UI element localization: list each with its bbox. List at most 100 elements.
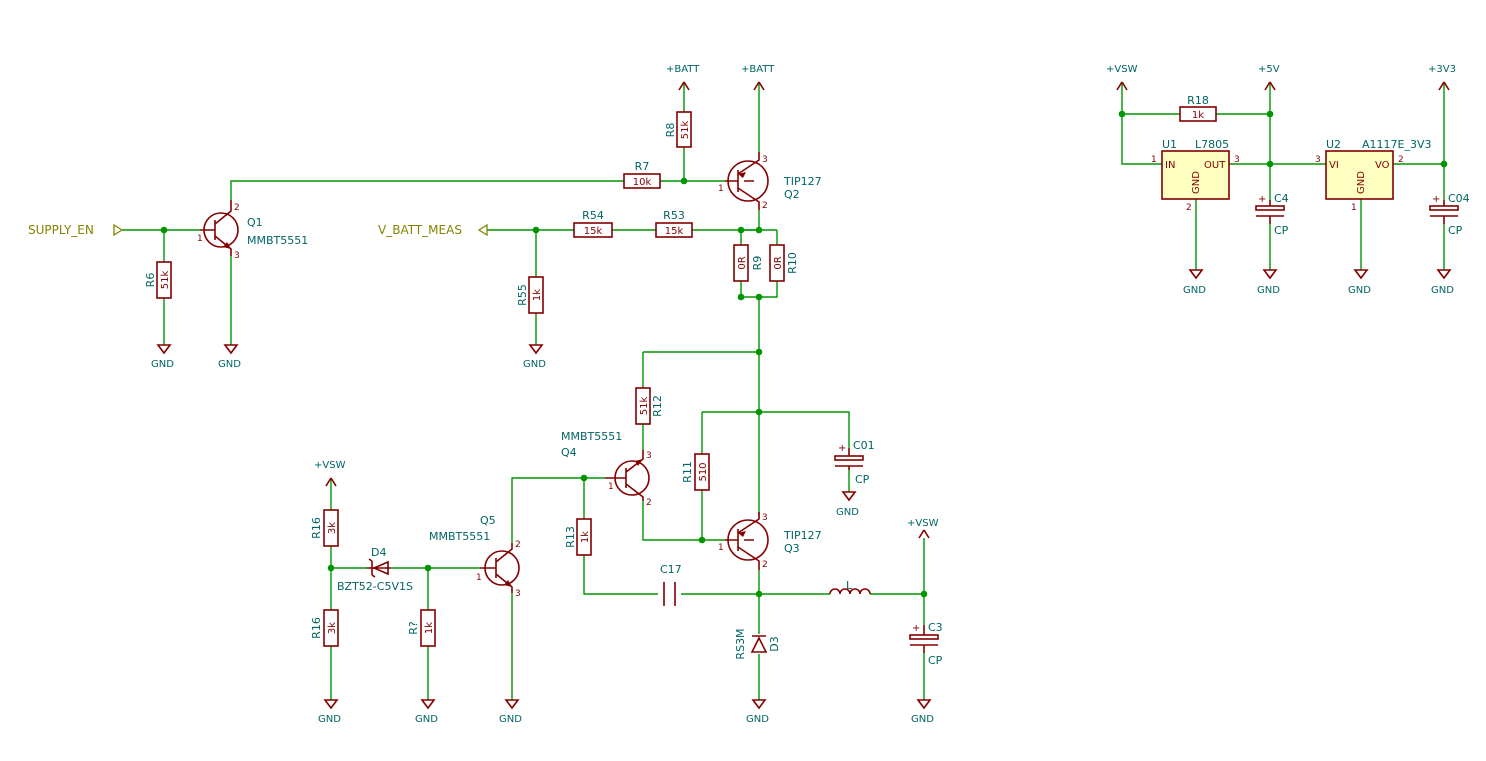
resistor-r18[interactable]: 1k R18 (1179, 94, 1217, 122)
resistor-body (733, 244, 749, 282)
transistor-ref: Q1 (247, 216, 263, 229)
gnd-symbol[interactable]: GND (1431, 269, 1454, 296)
gnd-symbol[interactable]: GND (151, 344, 174, 370)
pin-number: 3 (646, 451, 652, 461)
diode-ref: D3 (768, 636, 781, 651)
capacitor-c01[interactable]: + C01 CP (834, 439, 875, 486)
pin-number: 1 (718, 184, 724, 194)
emitter-arrow-icon (504, 580, 512, 587)
capacitor-c17[interactable]: C17 (660, 563, 682, 606)
transistor-value: MMBT5551 (561, 430, 622, 443)
resistor-body (676, 111, 692, 148)
transistor-q5[interactable]: 1 2 3 Q5 MMBT5551 (429, 514, 521, 599)
gnd-symbol[interactable]: GND (218, 344, 241, 370)
resistor-ref: R12 (651, 395, 664, 417)
resistor-r8[interactable]: 51k R8 (664, 111, 692, 148)
regulator-u1[interactable]: U1 L7805 IN OUT GND 1 3 2 (1151, 138, 1240, 213)
gnd-label: GND (911, 714, 934, 725)
power-arrow-icon (325, 477, 337, 487)
pin-number: 3 (1315, 155, 1321, 165)
capacitor-c04[interactable]: + C04 CP (1429, 192, 1470, 237)
resistor-ref: R16 (310, 617, 323, 639)
ic-pin-label: VO (1375, 160, 1390, 171)
resistor-r9[interactable]: 0R R9 (733, 244, 764, 282)
gnd-label: GND (1257, 285, 1280, 296)
capacitor-ref: C04 (1448, 192, 1470, 205)
power-symbol-3v3[interactable]: +3V3 (1428, 64, 1456, 91)
resistor-r10[interactable]: 0R R10 (769, 244, 799, 282)
power-symbol-5v[interactable]: +5V (1258, 64, 1280, 91)
gnd-label: GND (415, 714, 438, 725)
resistor-r53[interactable]: 15k R53 (655, 209, 693, 238)
regulator-u2[interactable]: U2 A1117E_3V3 VI VO GND 3 2 1 (1315, 138, 1432, 213)
npn-transistor-icon (480, 543, 513, 593)
diode-d3[interactable]: RS3M D3 (734, 628, 781, 659)
ground-icon (156, 344, 172, 355)
resistor-r7[interactable]: 10k R7 (623, 160, 661, 189)
capacitor-plate (909, 634, 939, 640)
junction-dot (755, 348, 763, 356)
resistor-r-unannotated[interactable]: 1k R? (407, 609, 436, 647)
power-symbol-batt[interactable]: +BATT (741, 64, 775, 91)
ic-pin-label: VI (1329, 160, 1339, 171)
resistor-ref: R11 (681, 461, 694, 483)
emitter-arrow-icon (223, 242, 231, 249)
gnd-symbol[interactable]: GND (1257, 269, 1280, 296)
capacitor-c3[interactable]: + C3 CP (909, 621, 943, 667)
darlington-transistor-icon (725, 152, 760, 210)
transistor-q1[interactable]: 1 2 3 Q1 MMBT5551 (197, 200, 308, 261)
gnd-label: GND (1348, 285, 1371, 296)
resistor-body (769, 244, 785, 282)
gnd-label: GND (218, 359, 241, 370)
power-symbol-batt[interactable]: +BATT (666, 64, 700, 91)
resistor-r16-top[interactable]: 3k R16 (310, 509, 339, 547)
resistor-body (420, 609, 436, 647)
diode-triangle-icon (371, 560, 389, 576)
gnd-symbol[interactable]: GND (499, 699, 522, 725)
power-symbol-vsw[interactable]: +VSW (907, 518, 939, 539)
inductor-l[interactable]: L (829, 579, 871, 595)
gnd-symbol[interactable]: GND (1348, 269, 1371, 296)
gnd-symbol[interactable]: GND (415, 699, 438, 725)
gnd-symbol[interactable]: GND (1183, 269, 1206, 296)
junction-dot (424, 564, 432, 572)
transistor-ref: Q4 (561, 446, 577, 459)
resistor-body (655, 222, 693, 238)
resistor-body (576, 518, 592, 556)
power-symbol-vsw[interactable]: +VSW (314, 460, 346, 487)
resistor-r11[interactable]: 510 R11 (681, 453, 710, 491)
gnd-label: GND (1183, 285, 1206, 296)
transistor-q2[interactable]: 1 3 2 TIP127 Q2 (718, 152, 822, 211)
ground-icon (1262, 269, 1278, 280)
zener-diode-d4[interactable]: D4 BZT52-C5V1S (337, 546, 413, 593)
polarity-plus: + (912, 623, 920, 634)
transistor-ref: Q3 (784, 542, 800, 555)
transistor-q3[interactable]: 1 3 2 TIP127 Q3 (718, 512, 822, 570)
net-label-v-batt-meas[interactable]: V_BATT_MEAS (378, 223, 488, 237)
gnd-symbol[interactable]: GND (523, 344, 546, 370)
power-label: +3V3 (1428, 64, 1456, 75)
gnd-symbol[interactable]: GND (836, 491, 859, 518)
capacitor-c4[interactable]: + C4 CP (1255, 192, 1289, 237)
power-symbol-vsw[interactable]: +VSW (1106, 64, 1138, 91)
transistor-ref: Q2 (784, 188, 800, 201)
resistor-r13[interactable]: 1k R13 (564, 518, 592, 556)
ground-icon (751, 699, 767, 710)
gnd-symbol[interactable]: GND (318, 699, 341, 725)
gnd-symbol[interactable]: GND (911, 699, 934, 725)
resistor-body (528, 276, 544, 314)
resistor-body (573, 222, 613, 238)
transistor-q4[interactable]: 1 3 2 MMBT5551 Q4 (561, 430, 652, 508)
resistor-r12[interactable]: 51k R12 (635, 387, 664, 425)
resistor-r55[interactable]: 1k R55 (516, 276, 544, 314)
resistor-r54[interactable]: 15k R54 (573, 209, 613, 238)
gnd-symbol[interactable]: GND (746, 699, 769, 725)
resistor-r6[interactable]: 51k R6 (144, 261, 172, 299)
net-label-supply-en[interactable]: SUPPLY_EN (28, 223, 124, 237)
polarity-plus: + (1432, 194, 1440, 205)
resistor-body (1179, 106, 1217, 122)
pin-number: 3 (1234, 155, 1240, 165)
diode-value: RS3M (734, 628, 747, 659)
resistor-r16-bottom[interactable]: 3k R16 (310, 609, 339, 647)
